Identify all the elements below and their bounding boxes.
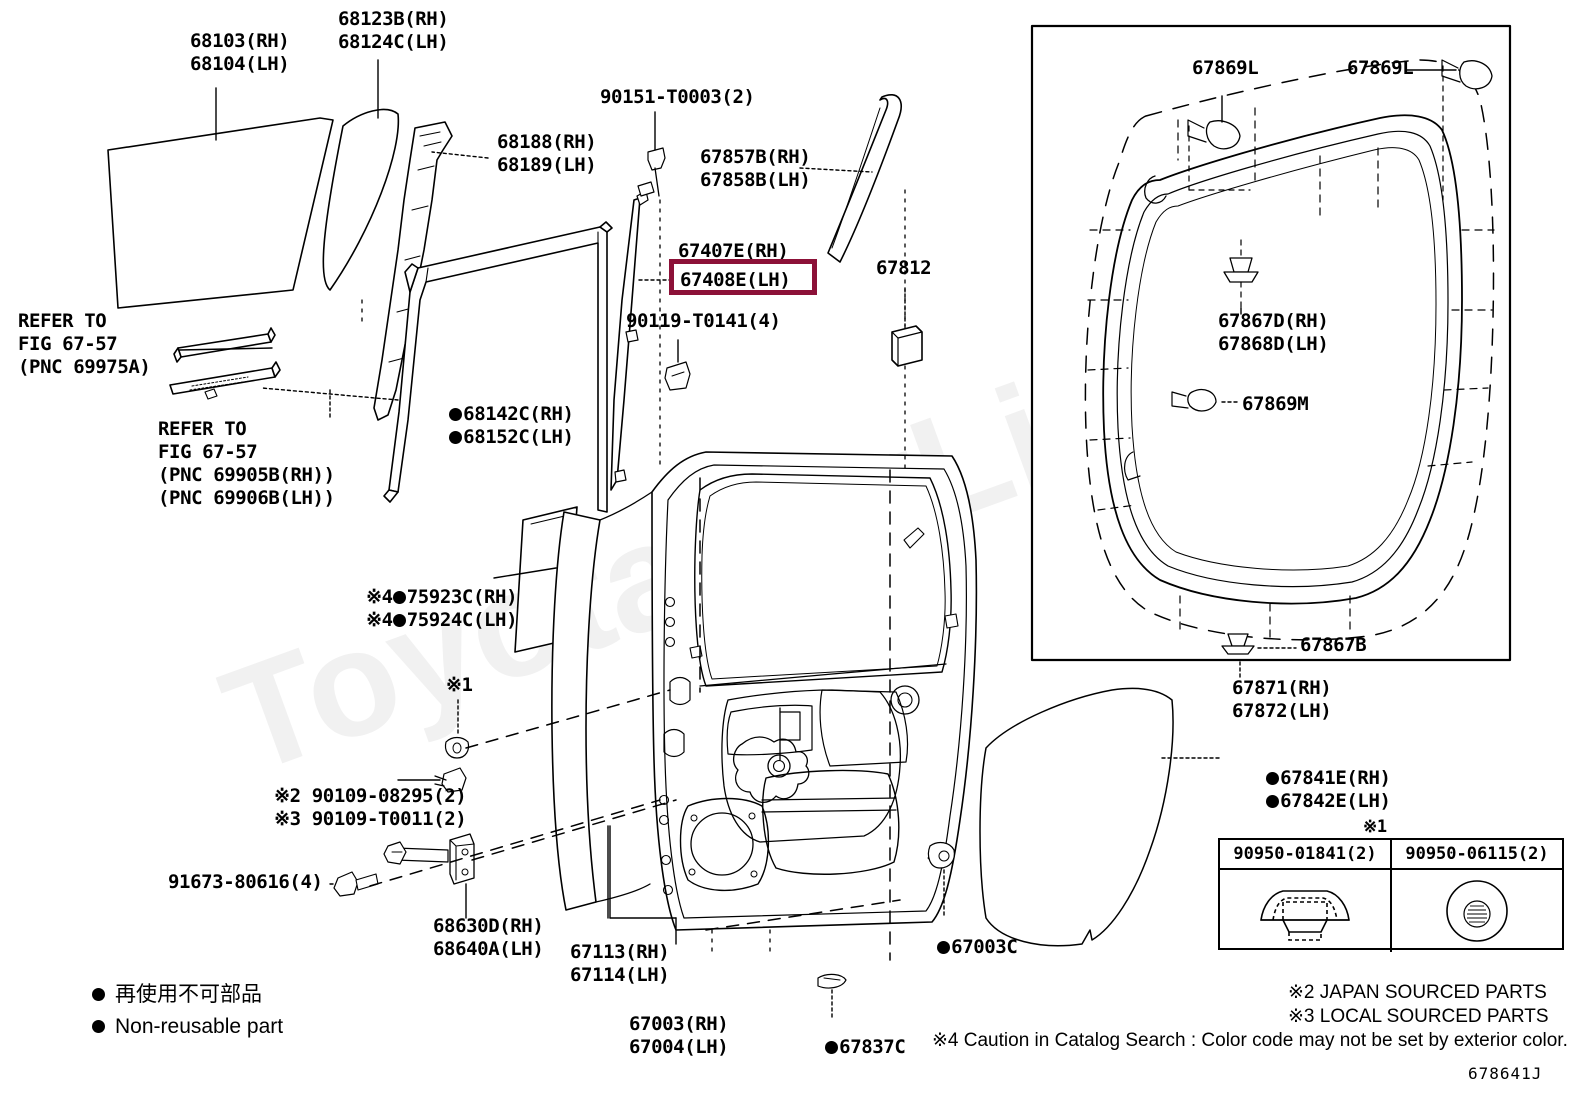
table-body-row xyxy=(1220,870,1562,952)
label-90109-08295: 90109-08295(2) xyxy=(311,785,467,807)
non-reusable-dot-icon xyxy=(1266,772,1280,785)
label-68124c-lh: 68124C(LH) xyxy=(338,31,449,53)
legend-block: 再使用不可部品 Non-reusable part xyxy=(92,983,283,1047)
label-68640a-lh: 68640A(LH) xyxy=(433,938,544,960)
label-67867b: 67867B xyxy=(1300,634,1367,656)
label-68188-rh: 68188(RH) xyxy=(497,131,597,153)
non-reusable-dot-icon xyxy=(449,408,463,421)
label-refer1-line3: (PNC 69975A) xyxy=(18,356,151,378)
non-reusable-dot-icon xyxy=(92,1020,105,1033)
table-cell-grommet-illustration xyxy=(1392,870,1562,952)
row-68142c-rh: 68142C(RH) xyxy=(405,380,574,449)
label-67837c: 67837C xyxy=(839,1036,906,1058)
label-67872-lh: 67872(LH) xyxy=(1232,700,1332,722)
row-90109-t0011: ※3 90109-T0011(2) xyxy=(230,785,467,854)
label-67004-lh: 67004(LH) xyxy=(629,1036,729,1058)
label-68103-rh: 68103(RH) xyxy=(190,30,290,52)
legend-label-jp: 再使用不可部品 xyxy=(115,983,262,1006)
label-mark4-a: ※4 xyxy=(366,586,393,608)
optional-parts-table: 90950-01841(2) 90950-06115(2) xyxy=(1218,838,1564,952)
label-mark3: ※3 xyxy=(274,808,301,830)
grommet-90950-06115-icon xyxy=(1446,880,1508,942)
label-90151-t0003: 90151-T0003(2) xyxy=(600,86,755,108)
footnote-local-sourced: ※3 LOCAL SOURCED PARTS xyxy=(1288,1006,1549,1027)
label-67841e-rh: 67841E(RH) xyxy=(1280,767,1391,789)
legend-row-en: Non-reusable part xyxy=(92,1015,283,1038)
label-90109-t0011: 90109-T0011(2) xyxy=(311,808,467,830)
label-mark4-b: ※4 xyxy=(366,609,393,631)
label-67812: 67812 xyxy=(876,257,932,279)
non-reusable-dot-icon xyxy=(937,941,951,954)
label-mark1-grommet: ※1 xyxy=(446,674,473,696)
non-reusable-dot-icon xyxy=(449,431,463,444)
non-reusable-dot-icon xyxy=(1266,795,1280,808)
label-refer1-line2: FIG 67-57 xyxy=(18,333,118,355)
label-67857b-rh: 67857B(RH) xyxy=(700,146,811,168)
label-90119-t0141: 90119-T0141(4) xyxy=(626,310,781,332)
row-75923c-rh: ※4 75923C(RH) xyxy=(322,563,517,632)
label-75923c-rh: 75923C(RH) xyxy=(406,586,518,608)
label-68189-lh: 68189(LH) xyxy=(497,154,597,176)
label-67858b-lh: 67858B(LH) xyxy=(700,169,811,191)
label-67003-rh: 67003(RH) xyxy=(629,1013,729,1035)
row-67837c: 67837C xyxy=(781,1013,906,1082)
footnote-catalog-caution: ※4 Caution in Catalog Search : Color cod… xyxy=(932,1030,1568,1051)
label-table-mark1: ※1 xyxy=(1363,817,1387,837)
legend-row-jp: 再使用不可部品 xyxy=(92,983,283,1006)
highlighted-part-box[interactable]: 67408E(LH) xyxy=(669,259,817,295)
label-67869l-b: 67869L xyxy=(1347,57,1414,79)
row-67841e-rh: 67841E(RH) xyxy=(1222,744,1391,813)
label-67407e-rh: 67407E(RH) xyxy=(678,240,789,262)
label-67113-rh: 67113(RH) xyxy=(570,941,670,963)
row-75924c-lh: ※4 75924C(LH) xyxy=(322,586,517,655)
label-68104-lh: 68104(LH) xyxy=(190,53,290,75)
non-reusable-dot-icon xyxy=(825,1041,839,1054)
row-67003c: 67003C xyxy=(893,913,1018,982)
label-refer2-line2: FIG 67-57 xyxy=(158,441,258,463)
label-67408e-lh: 67408E(LH) xyxy=(680,269,791,291)
label-refer2-line3: (PNC 69905B(RH)) xyxy=(158,464,335,486)
table-header-90950-01841: 90950-01841(2) xyxy=(1220,840,1392,870)
label-refer2-line4: (PNC 69906B(LH)) xyxy=(158,487,335,509)
table-header-row: 90950-01841(2) 90950-06115(2) xyxy=(1220,840,1562,870)
non-reusable-dot-icon xyxy=(392,591,406,604)
label-refer1-line1: REFER TO xyxy=(18,310,107,332)
table-cell-clip-illustration xyxy=(1220,870,1392,952)
label-68630d-rh: 68630D(RH) xyxy=(433,915,544,937)
label-refer2-line1: REFER TO xyxy=(158,418,247,440)
row-68152c-lh: 68152C(LH) xyxy=(405,403,574,472)
footnote-japan-sourced: ※2 JAPAN SOURCED PARTS xyxy=(1288,982,1547,1003)
label-67871-rh: 67871(RH) xyxy=(1232,677,1332,699)
label-67867d-rh: 67867D(RH) xyxy=(1218,310,1329,332)
label-67842e-lh: 67842E(LH) xyxy=(1280,790,1391,812)
label-68123b-rh: 68123B(RH) xyxy=(338,8,449,30)
table-header-90950-06115: 90950-06115(2) xyxy=(1392,840,1562,870)
label-67869m: 67869M xyxy=(1242,393,1309,415)
label-67869l-a: 67869L xyxy=(1192,57,1259,79)
non-reusable-dot-icon xyxy=(392,614,406,627)
clip-90950-01841-icon xyxy=(1260,890,1350,941)
label-67868d-lh: 67868D(LH) xyxy=(1218,333,1329,355)
label-75924c-lh: 75924C(LH) xyxy=(406,609,518,631)
label-67003c: 67003C xyxy=(951,936,1018,958)
row-90109-08295: ※2 90109-08295(2) xyxy=(230,762,467,831)
row-67842e-lh: 67842E(LH) xyxy=(1222,767,1391,836)
diagram-id: 678641J xyxy=(1468,1064,1543,1083)
legend-label-en: Non-reusable part xyxy=(115,1015,284,1038)
label-68152c-lh: 68152C(LH) xyxy=(463,426,574,448)
label-68142c-rh: 68142C(RH) xyxy=(463,403,574,425)
label-67114-lh: 67114(LH) xyxy=(570,964,670,986)
non-reusable-dot-icon xyxy=(92,988,105,1001)
label-mark2: ※2 xyxy=(274,785,301,807)
label-91673-80616: 91673-80616(4) xyxy=(168,871,323,893)
